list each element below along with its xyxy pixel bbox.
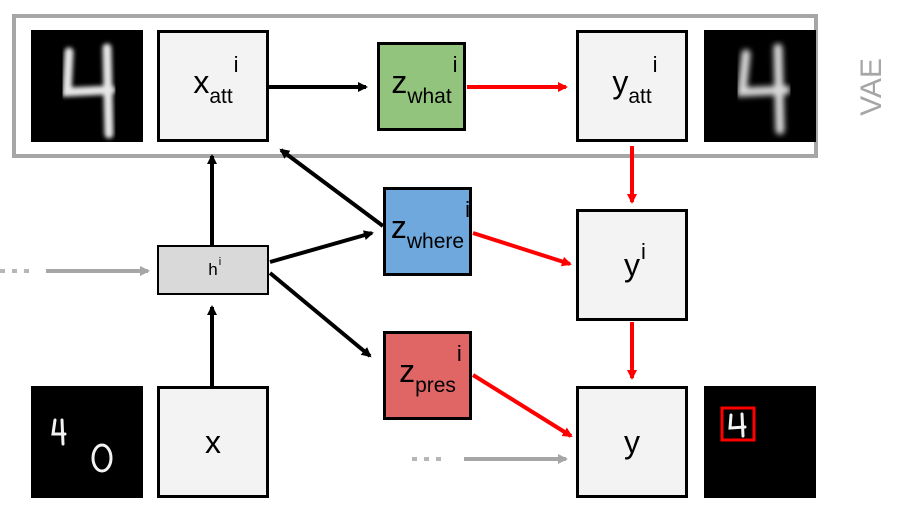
arrow-zwhere-to-yi — [472, 231, 572, 267]
arrow-h-to-zwhere — [269, 230, 374, 264]
arrow-h-to-zpres — [268, 271, 372, 358]
vae-frame — [12, 14, 818, 158]
y-att-image — [704, 30, 816, 142]
y-image — [704, 386, 816, 498]
arrow-zwhere-to-xatt — [279, 148, 385, 228]
node-x: x — [157, 386, 269, 498]
x-att-image — [31, 30, 143, 142]
node-y: y — [576, 386, 688, 498]
x-image — [31, 386, 143, 498]
arrow-zpres-to-y — [471, 373, 573, 438]
